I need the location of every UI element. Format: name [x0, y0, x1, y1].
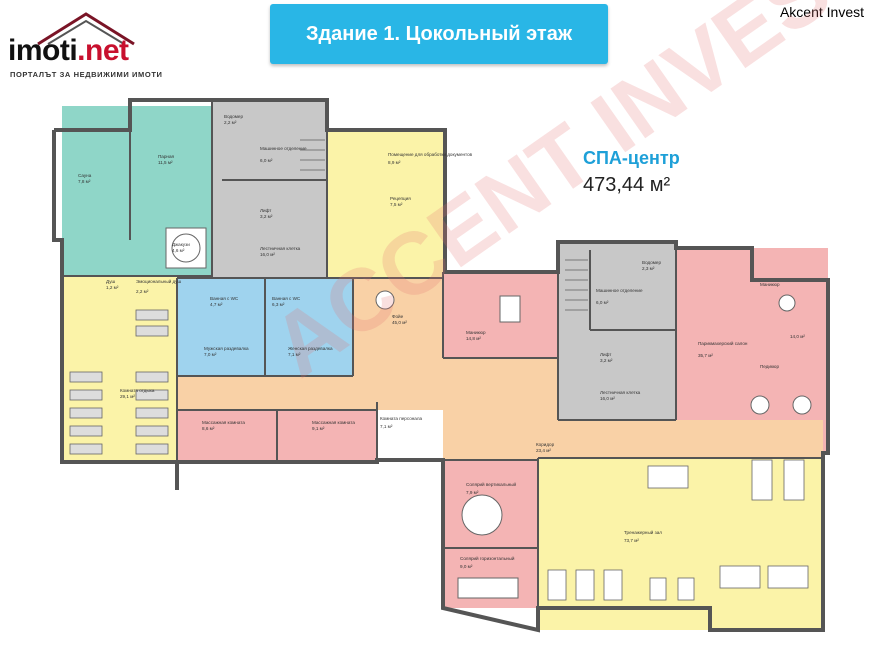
room-label: Сауна: [78, 173, 92, 178]
room-label: Ванная с WC: [210, 296, 239, 301]
house-roof-icon: [37, 12, 135, 46]
room-area: 7,0 м²: [204, 352, 217, 357]
zone-hair-salon: [676, 248, 828, 453]
room-area: 29,1 м²: [120, 394, 135, 399]
room-label: Солярий вертикальный: [466, 481, 517, 487]
zone-corridor-b: [443, 420, 823, 460]
spa-label: СПА-центр: [583, 148, 680, 168]
room-label: Коридор: [536, 442, 555, 447]
room-label: Маникюр: [760, 282, 780, 287]
room-area: 11,5 м²: [158, 160, 173, 165]
room-area: 6,0 м²: [596, 300, 609, 305]
room-area: 8,6 м²: [202, 426, 215, 431]
room-label: Массажная комната: [312, 420, 355, 425]
room-area: 16,0 м²: [260, 252, 275, 257]
room-area: 7,9 м²: [466, 490, 479, 495]
manicure-table-icon: [499, 295, 521, 323]
room-label: Душ: [106, 279, 116, 284]
foyer-table-icon: [375, 290, 395, 310]
room-label: Комната персонала: [380, 416, 423, 421]
room-area: 6,3 м²: [272, 302, 285, 307]
room-area: 7,8 м²: [78, 179, 91, 184]
room-label: Водомер: [224, 114, 243, 119]
imoti-logo[interactable]: [8, 8, 178, 84]
room-area: 2,3 м²: [642, 266, 655, 271]
room-area: 3,2 м²: [260, 214, 273, 219]
room-label: Женская раздевалка: [288, 346, 333, 351]
title-banner: Здание 1. Цокольный этаж: [270, 4, 608, 64]
page-title: Здание 1. Цокольный этаж: [305, 22, 573, 45]
room-label: Лестничная клетка: [260, 246, 301, 251]
room-area: 3,2 м²: [600, 358, 613, 363]
brand-name: Akcent Invest: [779, 4, 864, 20]
zone-hall: [177, 376, 453, 410]
room-label: Парная: [158, 154, 175, 159]
zone-reception: [327, 130, 445, 280]
room-area: 7,5 м²: [390, 202, 403, 207]
zone-foyer: [353, 278, 443, 378]
interior-walls: [62, 100, 823, 608]
room-area: 2,2 м²: [224, 120, 237, 125]
lounger-icons: [69, 309, 169, 455]
jacuzzi-tub-icon: [171, 233, 201, 263]
room-label: Машинное отделение: [260, 146, 307, 151]
room-label: Помещение для обработки документов: [388, 152, 473, 157]
room-label: Джакузи: [172, 242, 190, 247]
room-label: Ванная с WC: [272, 296, 301, 301]
manicure-chair-icon: [778, 294, 796, 312]
room-area: 45,0 м²: [392, 320, 407, 325]
room-label: Водомер: [642, 260, 661, 265]
room-area: 4,7 м²: [210, 302, 223, 307]
salon-chair-icon: [792, 395, 812, 415]
stairs: [300, 139, 588, 311]
room-label: Массажная комната: [202, 420, 245, 425]
room-area: 23,4 м²: [536, 448, 551, 453]
zone-stairwell-left: [212, 100, 327, 278]
gym-equipment-icons: [547, 459, 809, 601]
room-area: 6,0 м²: [260, 158, 273, 163]
vertical-solarium-icon: [461, 494, 503, 536]
logo-tagline: ПОРТАЛЪТ ЗА НЕДВИЖИМИ ИМОТИ: [10, 70, 163, 79]
room-label: Фойе: [392, 313, 404, 319]
room-label: Лестничная клетка: [600, 390, 641, 395]
room-area: 4,6 м²: [172, 248, 185, 253]
room-area: 9,0 м²: [460, 564, 473, 569]
room-label: Мужская раздевалка: [204, 346, 249, 351]
room-label: Рецепция: [390, 196, 411, 201]
room-label: Тренажерный зал: [624, 529, 662, 535]
room-label: Маникюр: [466, 330, 486, 335]
room-label: Машинное отделение: [596, 288, 643, 293]
room-label: Эмоциональный душ: [136, 278, 182, 284]
room-label: Лифт: [260, 208, 272, 213]
room-area: 14,8 м²: [466, 336, 481, 341]
room-label: Лифт: [600, 352, 612, 357]
room-label: Педикюр: [760, 364, 779, 369]
room-area: 9,1 м²: [312, 426, 325, 431]
horizontal-solarium-icon: [457, 577, 519, 599]
room-area: 8,9 м²: [388, 160, 401, 165]
room-area: 35,7 м²: [698, 353, 713, 358]
room-area: 7,1 м²: [288, 352, 301, 357]
room-area: 1,2 м²: [106, 285, 119, 290]
room-area: 2,2 м²: [136, 289, 149, 294]
room-area: 14,0 м²: [790, 334, 805, 339]
room-area: 73,7 м²: [624, 538, 639, 543]
salon-chair-icon: [750, 395, 770, 415]
room-label: Солярий горизонтальный: [460, 555, 515, 561]
logo-wordmark: imoti.net: [8, 34, 129, 67]
spa-area: 473,44 м²: [583, 174, 671, 196]
room-area: 16,0 м²: [600, 396, 615, 401]
walls: [52, 98, 830, 633]
room-area: 7,1 м²: [380, 424, 393, 429]
room-label: Парикмахерский салон: [698, 340, 748, 346]
room-label: Комната отдыха: [120, 388, 155, 393]
